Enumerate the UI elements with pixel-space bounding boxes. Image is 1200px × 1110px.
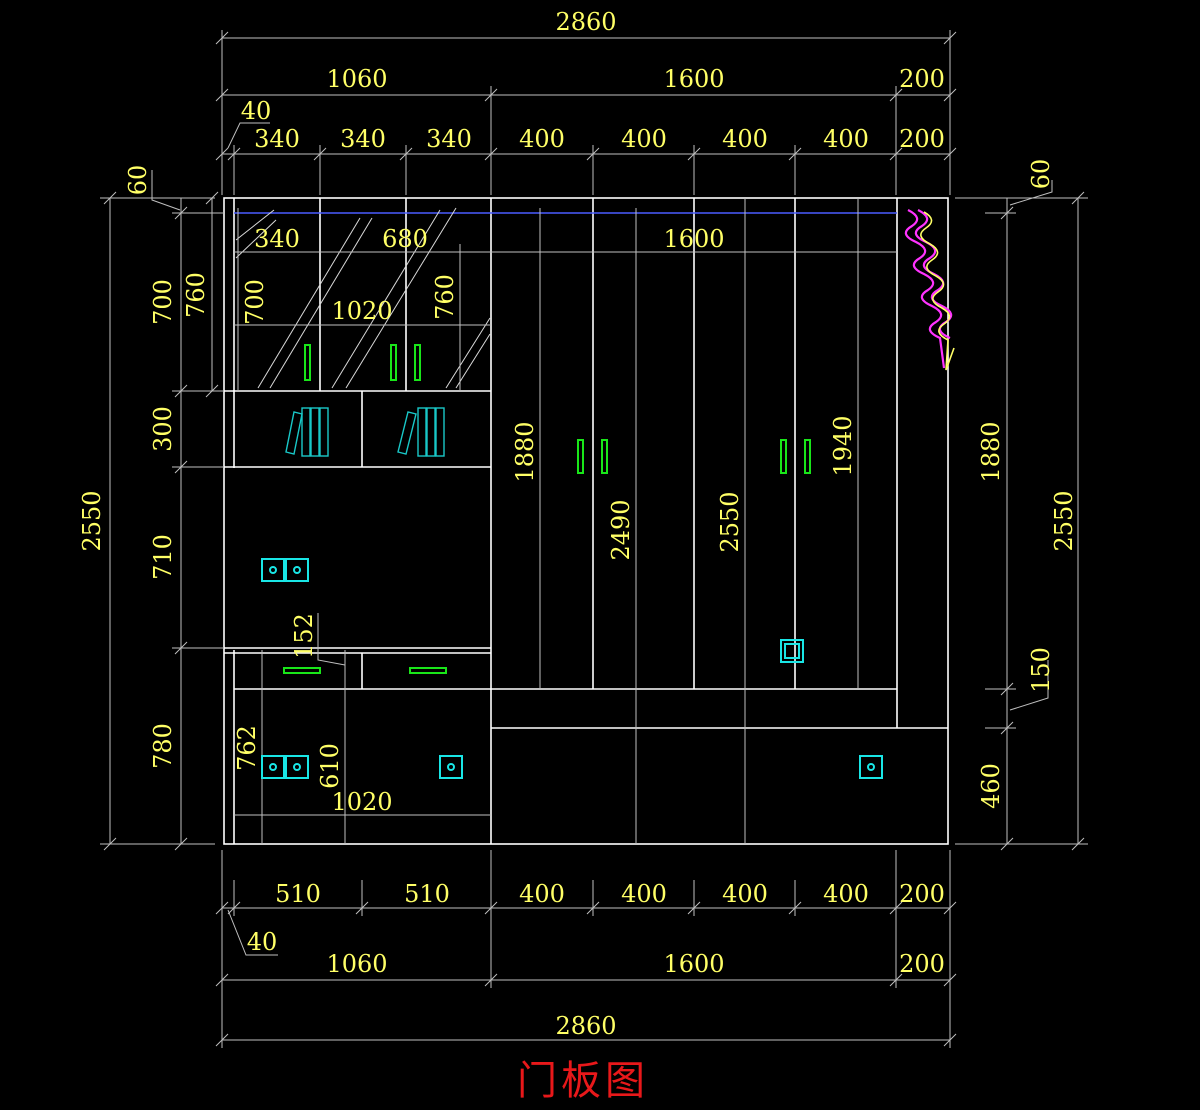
dim-left-chain-3: 710 <box>149 534 177 580</box>
dim-drawer-152: 152 <box>290 613 318 659</box>
dim-bottom-detail-6: 400 <box>823 880 869 908</box>
dim-bottom-detail-7: 200 <box>899 880 945 908</box>
dim-bottom-detail-3: 400 <box>519 880 565 908</box>
dim-bottom-detail-2: 510 <box>404 880 450 908</box>
door-handles <box>283 344 811 674</box>
dim-left-outer: 2550 <box>78 490 106 551</box>
door-handle-icon <box>577 439 584 474</box>
dim-bottom-total: 2860 <box>555 1012 616 1040</box>
dim-bottom-mid-3: 200 <box>899 950 945 978</box>
dim-drawer-762: 762 <box>233 725 261 771</box>
dim-right-outer: 2550 <box>1050 490 1078 551</box>
dim-top-detail-5: 400 <box>621 125 667 153</box>
right-dimensions: 2550 1880 150 460 60 <box>955 159 1088 851</box>
books-icon <box>285 407 329 457</box>
door-handle-icon <box>304 344 311 381</box>
dim-bottom-detail-4: 400 <box>621 880 667 908</box>
clothes-hanging-icon <box>904 209 955 371</box>
dim-left-chain-1: 700 <box>149 279 177 325</box>
dim-top-total: 2860 <box>555 8 616 36</box>
dim-top-detail-3: 340 <box>426 125 472 153</box>
door-handle-icon <box>414 344 421 381</box>
dim-right-inner-2: 150 <box>1027 647 1055 693</box>
cabinet-outline <box>223 197 949 845</box>
door-handle-icon <box>409 667 447 674</box>
dim-top-detail-7: 400 <box>823 125 869 153</box>
books-icon <box>397 407 445 457</box>
power-socket-icon <box>261 755 309 779</box>
dim-drawer-610: 610 <box>316 743 344 789</box>
dim-bottom-detail-5: 400 <box>722 880 768 908</box>
dim-top-offset: 40 <box>241 97 272 125</box>
dim-top-detail-1: 340 <box>254 125 300 153</box>
dim-top-detail-4: 400 <box>519 125 565 153</box>
dim-left-offset: 60 <box>124 165 152 196</box>
dim-right-inner-3: 460 <box>977 763 1005 809</box>
dim-left-inner: 760 <box>182 272 210 318</box>
door-handle-icon <box>804 439 811 474</box>
dim-h-1940: 1940 <box>829 415 857 476</box>
door-handle-icon <box>390 344 397 381</box>
dim-bottom-offset: 40 <box>247 928 278 956</box>
dim-h-2490: 2490 <box>607 499 635 560</box>
dim-left-chain-4: 780 <box>149 723 177 769</box>
power-socket-icon <box>439 755 463 779</box>
glass-hatch <box>235 207 491 389</box>
dim-top-mid-1: 1060 <box>326 65 387 93</box>
dim-bottom-mid-2: 1600 <box>663 950 724 978</box>
dim-right-offset: 60 <box>1027 159 1055 190</box>
dim-top-detail-8: 200 <box>899 125 945 153</box>
dim-glass-700: 700 <box>241 279 269 325</box>
dim-wardrobe-1600: 1600 <box>663 225 724 253</box>
dim-h-1880: 1880 <box>511 421 539 482</box>
power-socket-icon <box>859 755 883 779</box>
dim-desk-1020: 1020 <box>331 788 392 816</box>
bottom-dimensions: 510 510 400 400 400 400 200 40 1060 1600… <box>215 850 957 1048</box>
drawing-title: 门板图 <box>517 1058 649 1104</box>
dim-right-inner-1: 1880 <box>977 421 1005 482</box>
dim-top-mid-3: 200 <box>899 65 945 93</box>
dim-top-detail-6: 400 <box>722 125 768 153</box>
power-sockets <box>261 558 883 779</box>
door-handle-icon <box>283 667 321 674</box>
dim-glass-760: 760 <box>431 274 459 320</box>
door-handle-icon <box>601 439 608 474</box>
power-socket-icon <box>261 558 309 582</box>
dim-bottom-detail-1: 510 <box>275 880 321 908</box>
dim-glass-340: 340 <box>254 225 300 253</box>
dim-bottom-mid-1: 1060 <box>326 950 387 978</box>
top-dimensions: 2860 1060 1600 200 340 <box>215 8 957 195</box>
dim-glass-1020: 1020 <box>331 297 392 325</box>
dim-top-detail-2: 340 <box>340 125 386 153</box>
inner-dimensions: 340 680 1600 1020 700 760 1880 2490 2550… <box>233 198 897 844</box>
dim-top-mid-2: 1600 <box>663 65 724 93</box>
dim-h-2550: 2550 <box>716 491 744 552</box>
dim-glass-680: 680 <box>382 225 428 253</box>
door-handle-icon <box>780 439 787 474</box>
power-socket-icon <box>780 639 804 663</box>
dim-left-chain-2: 300 <box>149 406 177 452</box>
left-dimensions: 2550 700 300 710 780 760 60 <box>78 165 224 851</box>
